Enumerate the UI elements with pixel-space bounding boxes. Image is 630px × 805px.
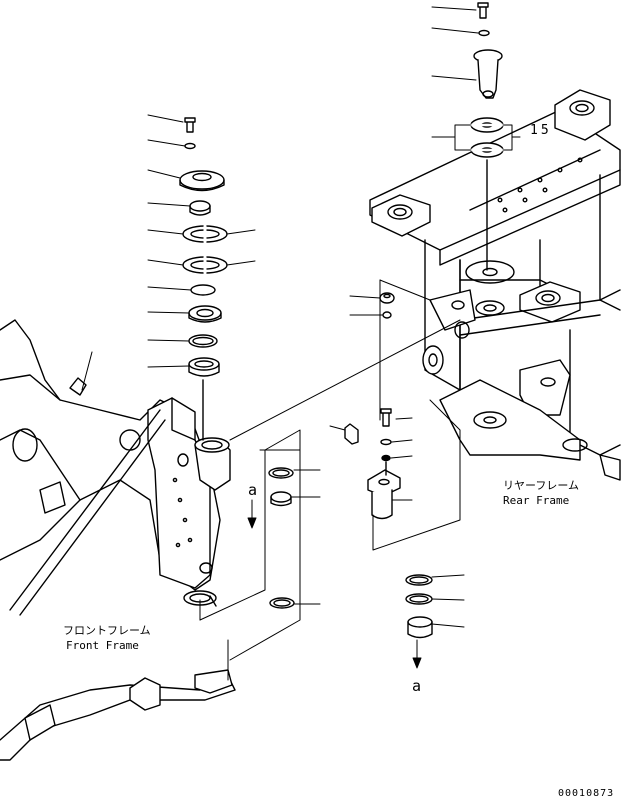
figure-id: 00010873 xyxy=(558,788,615,799)
callout-number: 15 xyxy=(530,123,552,138)
front-frame xyxy=(0,319,236,761)
rear-frame-label-en: Rear Frame xyxy=(503,494,570,507)
arrow-label-right: a xyxy=(412,677,422,695)
lower-hinge-rings xyxy=(183,467,295,609)
rear-frame xyxy=(369,89,621,481)
arrow-label-left: a xyxy=(248,481,258,499)
lower-pin-parts xyxy=(344,408,401,520)
front-frame-label-en: Front Frame xyxy=(66,639,139,652)
leader-lines xyxy=(81,6,521,681)
right-lower-rings xyxy=(405,574,433,639)
washer-parts xyxy=(379,292,395,319)
upper-pin-parts xyxy=(469,2,505,271)
front-frame-label-jp: フロントフレーム xyxy=(63,624,151,637)
rear-frame-label-jp: リヤーフレーム xyxy=(503,479,580,492)
upper-hinge-parts xyxy=(179,117,228,441)
